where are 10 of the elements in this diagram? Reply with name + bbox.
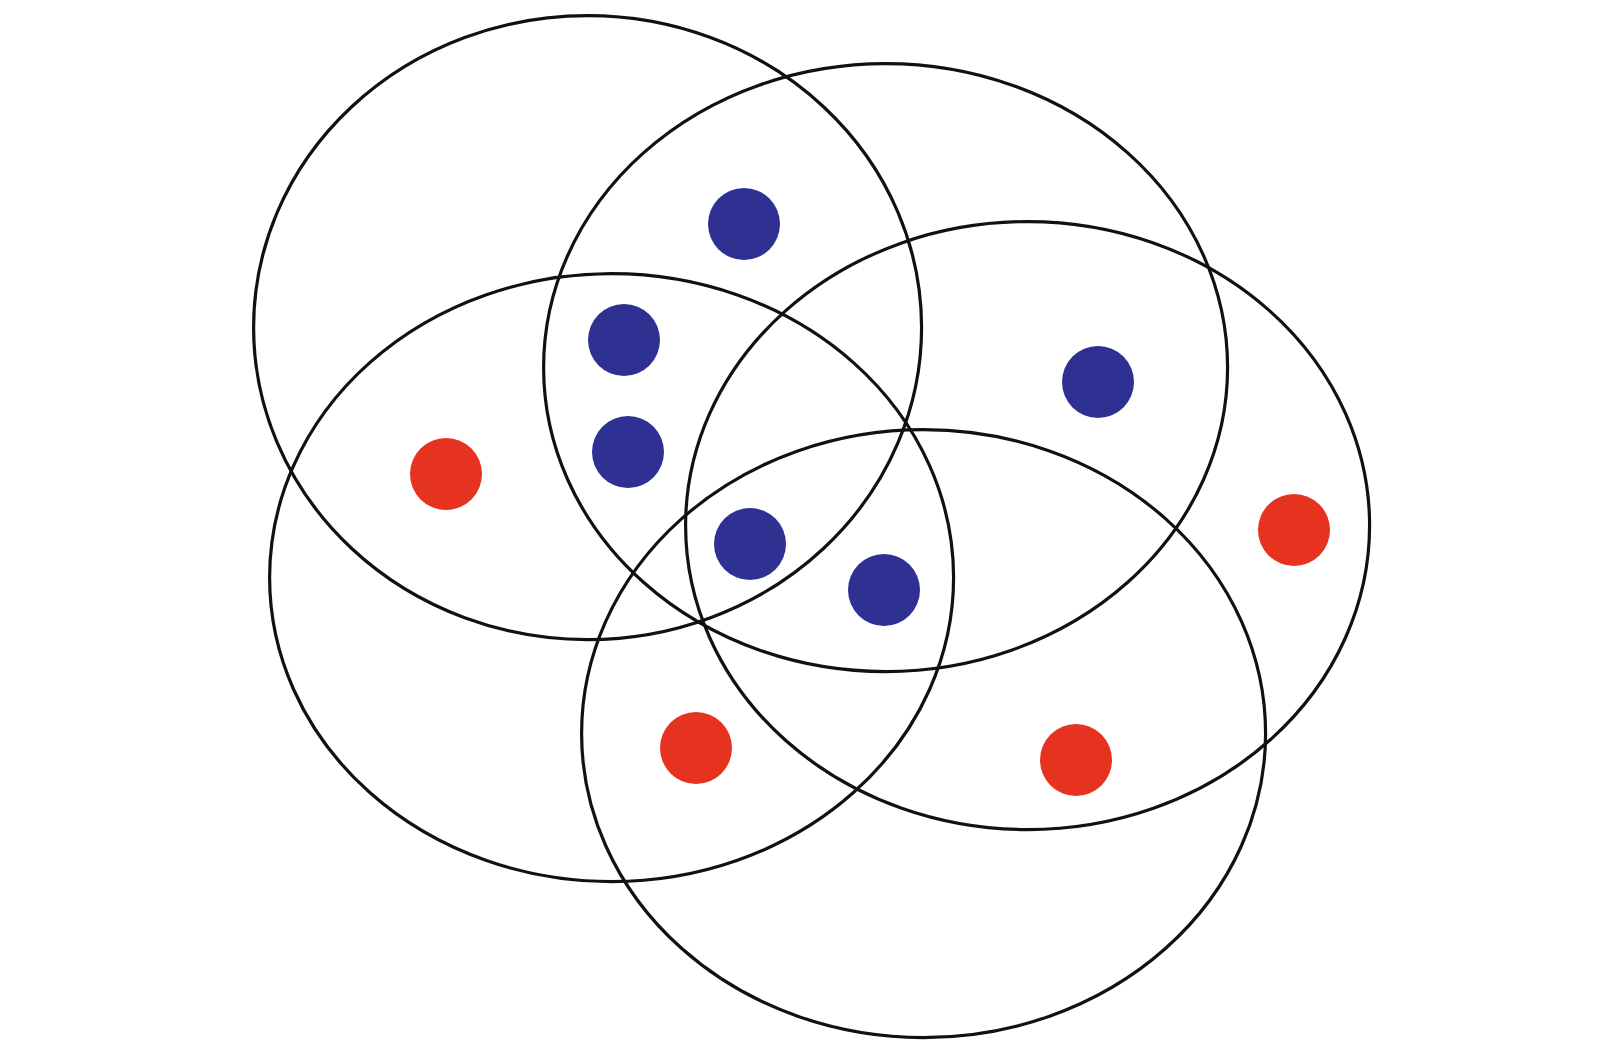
dot-icon	[714, 508, 786, 580]
dot-icon	[660, 712, 732, 784]
dot-icon	[592, 416, 664, 488]
dot-icon	[588, 304, 660, 376]
dot-icon	[1040, 724, 1112, 796]
dot-icon	[1257, 493, 1330, 566]
dot-icon	[1062, 346, 1134, 418]
dot-icon	[848, 554, 920, 626]
dot-icon	[708, 188, 780, 260]
dot-icon	[410, 438, 482, 510]
